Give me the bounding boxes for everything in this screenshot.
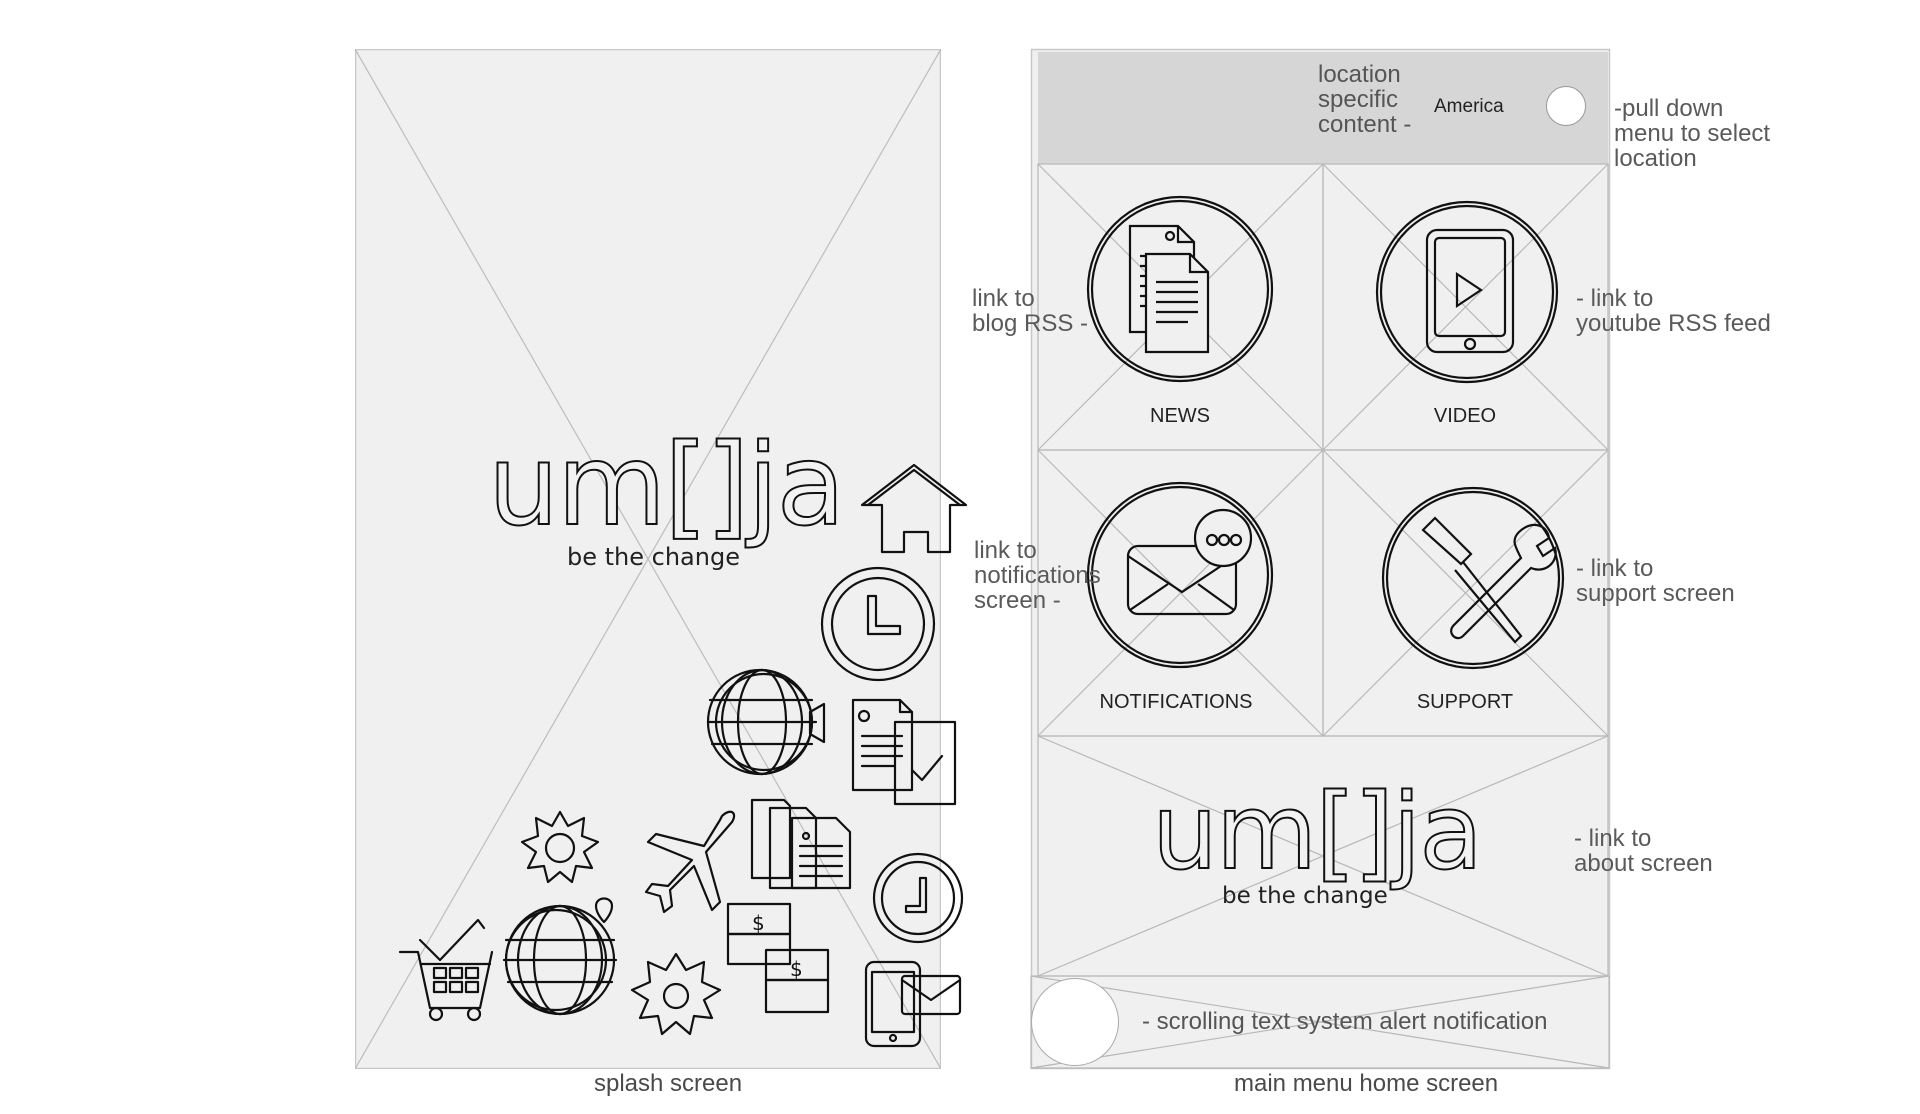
location-dropdown-toggle[interactable] <box>1546 86 1586 126</box>
annotation-support: - link to support screen <box>1576 555 1735 607</box>
location-label: location specific content - <box>1318 61 1412 138</box>
alert-scrolling-text: - scrolling text system alert notificati… <box>1142 1008 1548 1035</box>
alert-avatar-circle <box>1031 978 1119 1066</box>
news-document-icon <box>1086 195 1274 383</box>
support-tile-label: SUPPORT <box>1416 691 1514 713</box>
video-tile-label: VIDEO <box>1433 405 1497 427</box>
annotation-blog: link to blog RSS - <box>972 285 1089 337</box>
splash-caption: splash screen <box>594 1070 743 1097</box>
splash-brand-logo: um[]ja <box>487 421 846 551</box>
location-selected-value[interactable]: America <box>1434 96 1504 117</box>
news-tile[interactable] <box>1038 164 1323 450</box>
annotation-about: - link to about screen <box>1574 825 1713 877</box>
notifications-tile-label: NOTIFICATIONS <box>1099 691 1253 713</box>
annotation-pull-down: -pull down menu to select location <box>1614 95 1771 172</box>
video-tile[interactable] <box>1323 164 1608 450</box>
wrench-screwdriver-icon <box>1381 486 1565 670</box>
news-tile-label: NEWS <box>1150 405 1210 427</box>
home-caption: main menu home screen <box>1234 1070 1499 1097</box>
tablet-video-icon <box>1375 200 1559 384</box>
envelope-chat-icon <box>1086 481 1274 669</box>
annotation-youtube: - link to youtube RSS feed <box>1576 285 1771 337</box>
support-tile[interactable] <box>1323 450 1608 736</box>
annotation-notifications: link to notifications screen - <box>974 537 1101 614</box>
home-brand-logo: um[]ja <box>1151 771 1484 893</box>
notifications-tile[interactable] <box>1038 450 1323 736</box>
home-tagline: be the change <box>1222 883 1388 909</box>
splash-tagline: be the change <box>567 543 740 571</box>
